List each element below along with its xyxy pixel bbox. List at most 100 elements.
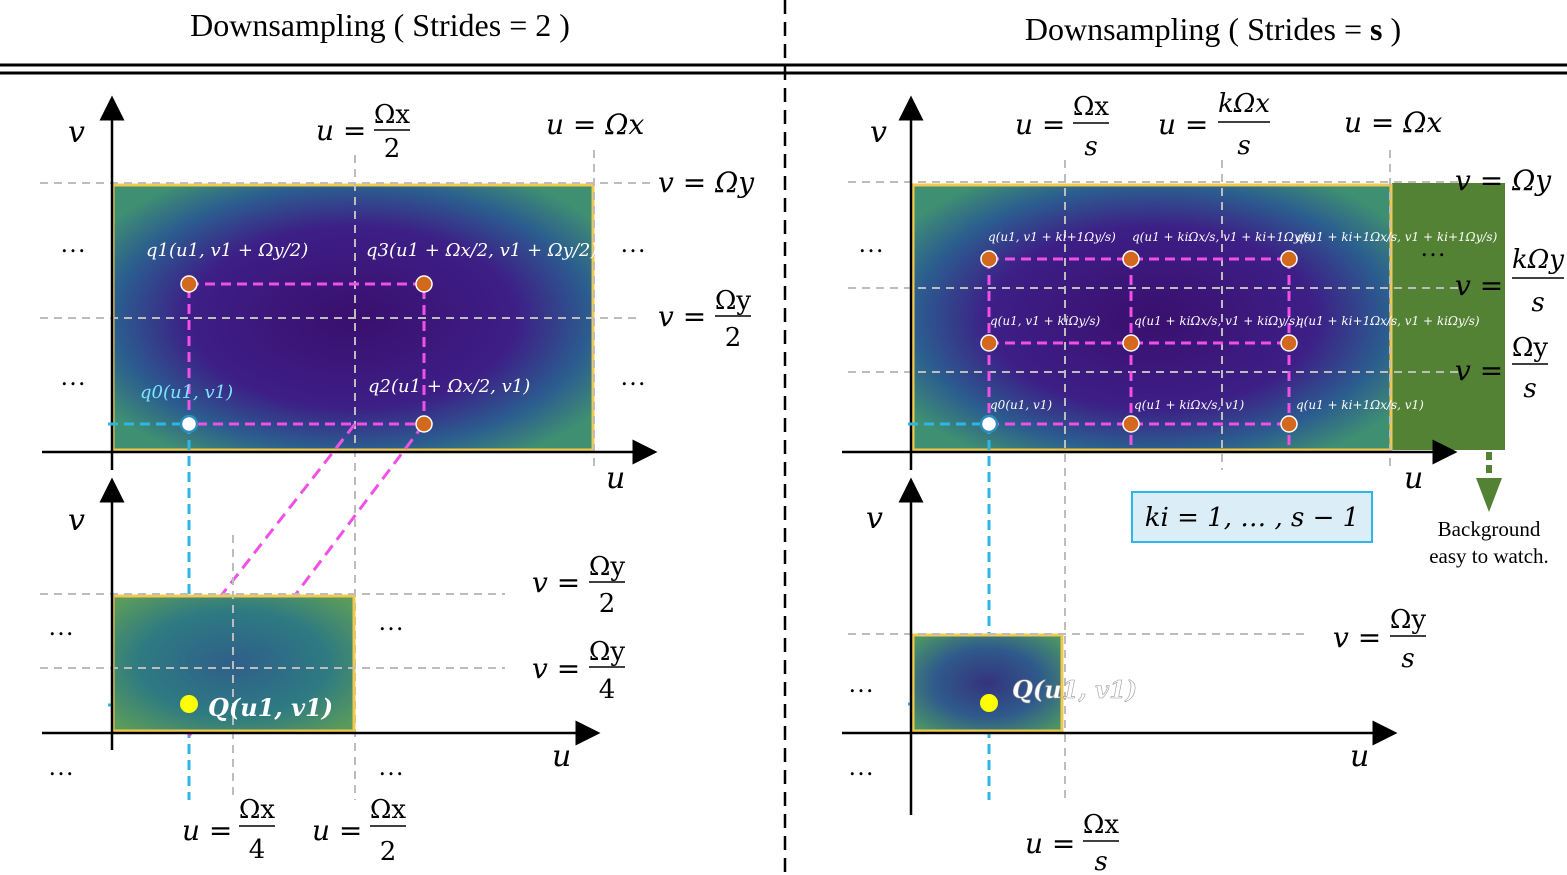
left-bottom-grid	[40, 535, 505, 795]
left-u-bot-quarter-lhs: u =	[182, 814, 232, 847]
right-u-ks-lhs: u =	[1158, 108, 1208, 141]
left-u-bot-quarter-den: 4	[249, 835, 266, 865]
background-note-line2: easy to watch.	[1429, 544, 1549, 568]
left-top-v-label: v	[68, 115, 85, 150]
left-Q-label: Q(u1, v1)	[208, 693, 333, 722]
left-v-bot-half-lhs: v =	[532, 566, 580, 599]
right-bottom-spectrum	[911, 633, 1064, 733]
left-q3-point	[415, 275, 433, 293]
left-v-bot-half-num: Ωy	[589, 552, 626, 582]
left-v-full: v = Ωy	[658, 166, 755, 199]
right-grid-label-5: q(u1 + ki+1Ωx/s, v1 + kiΩy/s)	[1296, 314, 1480, 328]
right-dots-2: …	[1420, 233, 1446, 262]
left-u-half-num: Ωx	[374, 100, 411, 130]
right-u-s-lhs: u =	[1015, 108, 1065, 141]
right-bot-dots-2: …	[848, 752, 874, 781]
left-v-bot-quarter-den: 4	[599, 675, 616, 705]
right-v-full: v = Ωy	[1455, 164, 1552, 197]
right-grid-label-0: q(u1, v1 + ki+1Ωy/s)	[988, 230, 1116, 244]
left-q0-label: q0(u1, v1)	[140, 382, 233, 403]
right-point-r1c2	[1280, 334, 1298, 352]
left-u-full: u = Ωx	[546, 108, 645, 141]
right-v-ks-lhs: v =	[1455, 269, 1503, 302]
left-panel: v u u = Ωx 2 u = Ωx v = Ωy v = Ωy 2 … … …	[40, 95, 755, 867]
right-q0-point	[979, 414, 999, 434]
right-u-s-den: s	[1084, 132, 1097, 162]
right-grid-label-7: q(u1 + kiΩx/s, v1)	[1134, 398, 1244, 412]
left-v-bot-quarter-lhs: v =	[532, 652, 580, 685]
left-v-bot-quarter-num: Ωy	[589, 637, 626, 667]
right-u-s-num: Ωx	[1073, 92, 1110, 122]
left-bottom-v-label: v	[68, 503, 85, 538]
right-v-ks-den: s	[1531, 288, 1544, 318]
right-grid-label-1: q(u1 + kiΩx/s, v1 + ki+1Ωy/s)	[1132, 230, 1316, 244]
left-v-half-lhs: v =	[658, 300, 706, 333]
left-q1-label: q1(u1, v1 + Ωy/2)	[146, 240, 308, 261]
left-dots-2: …	[60, 362, 86, 391]
right-v-s-num: Ωy	[1512, 333, 1549, 363]
ki-range-text: ki = 1, … , s − 1	[1145, 503, 1359, 533]
left-q3-label: q3(u1 + Ωx/2, v1 + Ωy/2)	[366, 240, 597, 261]
right-top-spectrum	[911, 183, 1393, 452]
left-u-half-lhs: u =	[316, 114, 366, 147]
right-v-bot-num: Ωy	[1390, 605, 1427, 635]
right-top-u-label: u	[1404, 461, 1423, 496]
right-u-ks-den: s	[1237, 131, 1250, 161]
left-dots-1: …	[60, 229, 86, 258]
right-v-ks-num: kΩy	[1512, 245, 1564, 275]
right-dots-1: …	[858, 229, 884, 258]
right-point-r1c1	[1122, 334, 1140, 352]
right-grid-label-2: q(u1 + ki+1Ωx/s, v1 + ki+1Ωy/s)	[1296, 230, 1498, 244]
left-u-half-den: 2	[384, 134, 401, 164]
right-v-s-den: s	[1523, 374, 1536, 404]
left-Q-point	[180, 695, 198, 713]
left-dots-3: …	[620, 229, 646, 258]
left-u-bot-quarter-num: Ωx	[239, 795, 276, 825]
left-bottom-u-label: u	[552, 739, 571, 774]
right-point-r0c2	[1280, 250, 1298, 268]
right-point-r0c0	[980, 250, 998, 268]
left-sample-rect	[187, 282, 426, 426]
right-top-v-label: v	[870, 115, 887, 150]
right-point-r0c1	[1122, 250, 1140, 268]
left-bot-dots-3: …	[378, 607, 404, 636]
right-point-r2c1	[1122, 415, 1140, 433]
left-u-bot-half-lhs: u =	[312, 814, 362, 847]
background-arrow-head	[1476, 478, 1502, 512]
right-u-ks-num: kΩx	[1218, 89, 1270, 119]
left-q1-point	[180, 275, 198, 293]
right-title: Downsampling ( Strides = s )	[1025, 11, 1401, 47]
right-bot-dots-1: …	[848, 669, 874, 698]
left-q0-point	[179, 414, 199, 434]
ki-range-box	[1131, 491, 1373, 543]
right-v-bot-lhs: v =	[1333, 621, 1381, 654]
right-point-r2c2	[1280, 415, 1298, 433]
right-v-s-lhs: v =	[1455, 354, 1503, 387]
left-v-half-den: 2	[725, 323, 742, 353]
right-point-r1c0	[980, 334, 998, 352]
right-u-full: u = Ωx	[1344, 106, 1443, 139]
left-q2-label: q2(u1 + Ωx/2, v1)	[368, 376, 530, 397]
right-u-bot-den: s	[1094, 847, 1107, 875]
right-u-bot-lhs: u =	[1025, 827, 1075, 860]
left-bot-dots-1: …	[48, 612, 74, 641]
right-grid-label-8: q(u1 + ki+1Ωx/s, v1)	[1296, 398, 1424, 412]
background-note-line1: Background	[1438, 517, 1541, 541]
right-grid-label-3: q(u1, v1 + kiΩy/s)	[990, 314, 1100, 328]
right-grid-label-6: q0(u1, v1)	[990, 398, 1052, 412]
right-v-bot-den: s	[1401, 644, 1414, 674]
left-u-bot-half-num: Ωx	[370, 795, 407, 825]
right-grid-label-4: q(u1 + kiΩx/s, v1 + kiΩy/s)	[1134, 314, 1300, 328]
right-top-grid	[848, 150, 1460, 800]
left-top-u-label: u	[606, 461, 625, 496]
left-v-half-num: Ωy	[715, 286, 752, 316]
right-panel: v u u = Ωx s u = kΩx s u = Ωx v = Ωy v =…	[842, 89, 1564, 875]
right-u-bot-num: Ωx	[1083, 810, 1120, 840]
left-bot-dots-2: …	[48, 752, 74, 781]
right-Q-point	[980, 694, 998, 712]
left-q2-point	[415, 415, 433, 433]
left-u-bot-half-den: 2	[380, 837, 397, 867]
right-bottom-v-label: v	[866, 501, 883, 536]
right-bottom-u-label: u	[1350, 739, 1369, 774]
